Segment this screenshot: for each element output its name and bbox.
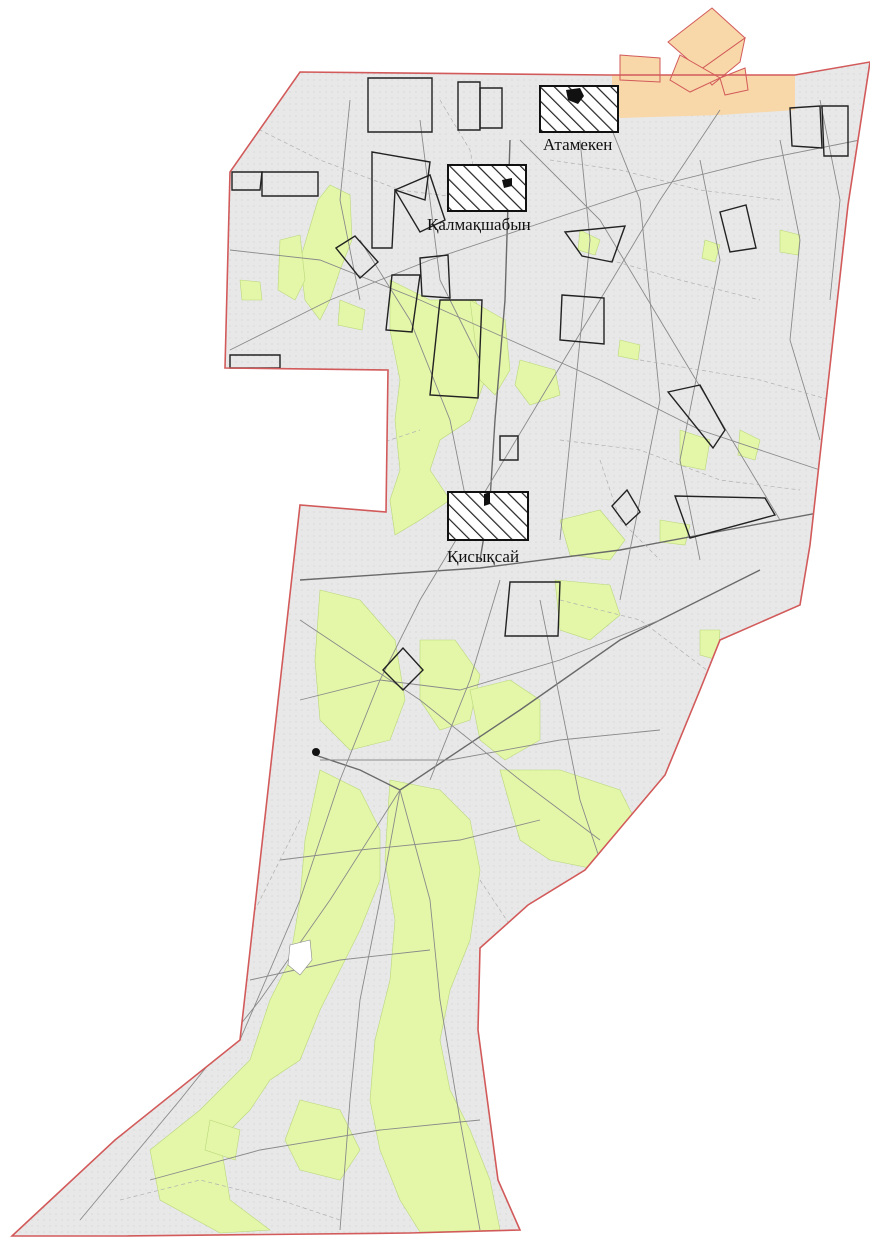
lake-marker [287, 939, 313, 976]
district-border [9, 61, 870, 1237]
land-plots [229, 77, 849, 691]
road-network [79, 99, 861, 1231]
kalmakshabyn-marker [502, 178, 512, 188]
kisyksai-marker [484, 492, 490, 506]
label-kalmakshabyn: Қалмақшабын [427, 215, 531, 234]
forest-areas [149, 184, 801, 1234]
settlement-markers [287, 88, 584, 976]
kalmakshabyn-block [447, 164, 527, 212]
village-marker [312, 748, 320, 756]
atameken-marker [566, 88, 584, 104]
label-kisyksai: Қисықсай [447, 547, 519, 566]
label-atameken: Атамекен [543, 135, 612, 154]
